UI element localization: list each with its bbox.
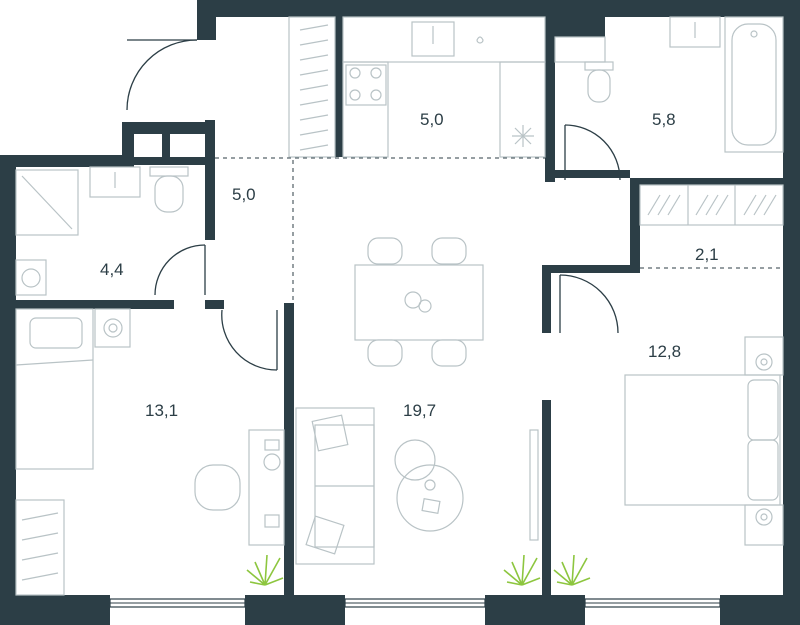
- storage-shelves: [639, 184, 784, 226]
- coffee-table: [396, 464, 464, 532]
- dining-table: [354, 264, 484, 341]
- kitchen-counter: [342, 16, 546, 158]
- area-hall: 5,0: [232, 185, 256, 204]
- plant-icon: [246, 554, 284, 586]
- bathroom-fixtures: [554, 16, 784, 153]
- area-living: 19,7: [403, 401, 436, 420]
- zone-lines: [215, 157, 783, 300]
- doors: [126, 39, 621, 371]
- desk: [248, 429, 285, 546]
- area-storage: 2,1: [695, 245, 719, 264]
- shower-room-fixtures: [15, 166, 189, 296]
- area-bedroom-left: 13,1: [145, 401, 178, 420]
- entrance-door-swing: [126, 39, 198, 111]
- area-bedroom-right: 12,8: [648, 342, 681, 361]
- windows: [109, 598, 721, 608]
- single-bed: [15, 308, 94, 470]
- bedroom-right-furniture: [624, 336, 784, 546]
- plants: [246, 554, 591, 586]
- area-shower-room: 4,4: [100, 260, 124, 279]
- bedroom-left-furniture: [15, 308, 285, 596]
- area-kitchen: 5,0: [420, 110, 444, 129]
- hall-wardrobe: [288, 16, 336, 158]
- double-bed: [624, 374, 781, 506]
- plant-icon: [503, 554, 541, 586]
- plant-icon: [553, 554, 591, 586]
- living-furniture: [295, 237, 539, 565]
- area-wc-bath: 5,8: [652, 110, 676, 129]
- room-labels: 5,0 5,8 5,0 4,4 2,1 13,1 19,7 12,8: [100, 110, 719, 420]
